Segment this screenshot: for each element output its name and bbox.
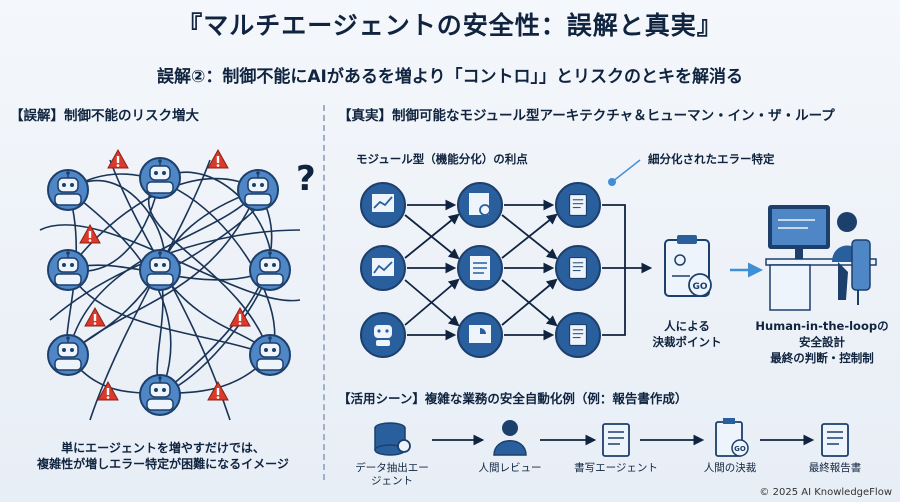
decision-label-line1: 人による <box>664 319 710 333</box>
agent-robot-icon <box>47 169 89 211</box>
hitl-label: Human-in-the-loopの 安全設計 最終の判断・控制制 <box>742 318 900 366</box>
decision-label-line2: 決裁ポイント <box>652 335 722 349</box>
agent-robot-icon <box>249 334 291 376</box>
modular-label: モジュール型（機能分化）の利点 <box>356 152 528 166</box>
agent-robot-icon <box>47 334 89 376</box>
warning-icon <box>79 224 101 244</box>
pipeline-step-label: 人間の決裁 <box>703 462 757 474</box>
module-column-input <box>360 182 406 358</box>
pipeline-step-writer-icon <box>602 423 630 457</box>
pipeline-step-label: データ抽出エー ジェント <box>355 462 429 487</box>
decision-clipboard-icon: GO <box>664 235 712 297</box>
module-column-process <box>457 182 503 358</box>
go-stamp-small: GO <box>734 445 746 453</box>
hitl-label-line1: Human-in-the-loopの <box>755 319 889 333</box>
warning-icon <box>207 149 229 169</box>
section-divider <box>323 105 325 480</box>
callout-line <box>611 159 641 183</box>
pipeline-step-label: 書写エージェント <box>574 462 658 474</box>
agent-robot-icon <box>47 249 89 291</box>
left-caption-line2: 複雑性が増しエラー特定が困難になるイメージ <box>37 457 289 472</box>
decision-label: 人による 決裁ポイント <box>652 318 722 350</box>
module-column-output <box>555 182 601 358</box>
right-header: 【真実】制御可能なモジュール型アーキテクチャ＆ヒューマン・イン・ザ・ループ <box>338 108 835 124</box>
warning-icon <box>84 307 106 327</box>
page-title: 『マルチエージェントの安全性：誤解と真実』 <box>177 11 723 40</box>
agent-robot-icon <box>249 249 291 291</box>
error-isolation-callout: 細分化されたエラー特定 <box>648 152 775 166</box>
hitl-label-line2: 安全設計 <box>799 335 845 349</box>
copyright: © 2025 AI KnowledgeFlow <box>759 487 892 498</box>
pipeline-step-approval-icon: GO <box>715 418 749 457</box>
agent-robot-icon <box>139 157 181 199</box>
module-arrows <box>404 199 558 341</box>
merge-connector <box>602 204 650 336</box>
agent-robot-icon <box>237 169 279 211</box>
pipeline-step-label: 最終報告書 <box>808 462 862 474</box>
agent-robot-icon <box>139 249 181 291</box>
agent-robot-icon <box>139 374 181 416</box>
usecase-header: 【活用シーン】複雑な業務の安全自動化例（例：報告書作成） <box>338 391 688 406</box>
warning-icon <box>107 149 129 169</box>
go-stamp: GO <box>692 282 707 292</box>
human-operator-icon <box>765 205 877 311</box>
page-subtitle: 誤解②：制御不能にAIがあるを増より「コントロ」」とリスクのとキを解消る <box>156 67 744 87</box>
pipeline-step-label: 人間レビュー <box>478 462 542 474</box>
question-mark: ? <box>296 159 316 199</box>
callout-dot <box>608 178 616 186</box>
pipeline-step-report-icon <box>821 423 849 457</box>
pipeline-step-reviewer-icon <box>493 420 527 456</box>
left-header: 【誤解】制御不能のリスク増大 <box>10 108 199 124</box>
left-caption-line1: 単にエージェントを増やすだけでは、 <box>61 441 265 455</box>
left-caption: 単にエージェントを増やすだけでは、 複雑性が増しエラー特定が困難になるイメージ <box>8 440 318 472</box>
pipeline-step-database-icon <box>374 422 411 456</box>
hitl-label-line3: 最終の判断・控制制 <box>770 351 874 365</box>
